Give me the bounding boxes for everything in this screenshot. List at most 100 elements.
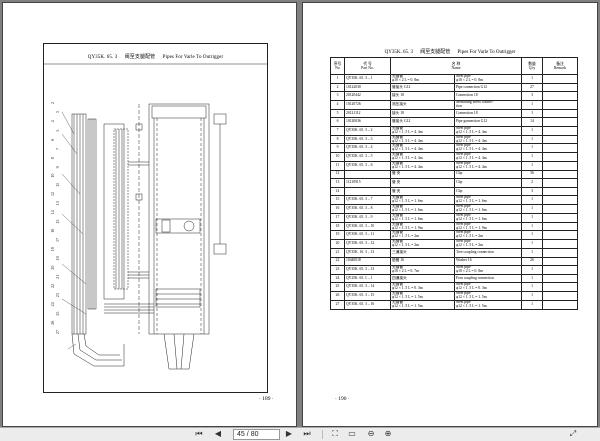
cell-no: 2	[330, 82, 345, 93]
cell-no: 6	[330, 117, 345, 127]
callout-label: 25	[55, 312, 60, 316]
cell-qty: 1	[521, 299, 544, 310]
cell-name-cn: 四通接头	[390, 273, 455, 284]
cell-remark	[542, 204, 579, 214]
cell-qty: 3	[521, 91, 544, 101]
next-page-icon[interactable]: ▶	[285, 429, 293, 438]
callout-label: 24	[50, 302, 55, 306]
cell-name-en: Washer 16	[453, 256, 523, 267]
cell-name-en: Clip	[453, 186, 523, 197]
callout-label: 4	[50, 120, 55, 122]
cell-no: 9	[330, 143, 345, 154]
cell-no: 26	[330, 291, 345, 301]
page-number-right: · 190 ·	[335, 396, 350, 402]
cell-name-en: Connection 18	[453, 108, 523, 119]
cell-no: 4	[330, 99, 345, 110]
zoom-out-icon[interactable]: ⊖	[367, 429, 375, 438]
cell-remark	[542, 265, 579, 275]
cell-qty: 1	[521, 204, 544, 214]
cell-part-no: QY25K. 65. 1 – 1	[344, 273, 391, 284]
cell-part-no: 20121112	[344, 108, 391, 119]
cell-remark	[542, 143, 579, 154]
callout-label: 5	[55, 130, 60, 132]
cell-remark	[542, 99, 579, 110]
cell-no: 20	[330, 239, 345, 249]
cell-remark	[542, 125, 579, 136]
cell-qty: 1	[521, 247, 544, 258]
cell-name-en: Clip	[453, 178, 523, 188]
cell-qty: 3	[521, 186, 544, 197]
cell-part-no: QY35K. 65. 3 – 13	[344, 265, 391, 275]
cell-no: 24	[330, 273, 345, 284]
cell-part-no: 10122030	[344, 82, 391, 93]
fullscreen-icon[interactable]: ⤢	[569, 429, 577, 438]
current-page: 45	[237, 431, 245, 438]
cell-qty: 1	[521, 265, 544, 275]
cell-remark	[542, 273, 579, 284]
cell-remark	[542, 221, 579, 232]
first-page-icon[interactable]: ⏮	[195, 429, 203, 438]
callout-label: 21	[55, 275, 60, 279]
cell-qty: 1	[521, 282, 544, 293]
cell-no: 18	[330, 221, 345, 232]
cell-remark	[542, 282, 579, 293]
cell-remark	[542, 299, 579, 310]
actual-size-icon[interactable]: ▭	[348, 429, 356, 438]
cell-part-no: 20120442	[344, 91, 391, 101]
left-page: QY35K. 65. 3 阀至支腿配管 Pipes For Varle To O…	[2, 2, 297, 427]
callout-label: 22	[50, 284, 55, 288]
cell-no: 5	[330, 108, 345, 119]
cell-no: 17	[330, 212, 345, 223]
last-page-icon[interactable]: ⏭	[303, 429, 311, 438]
callout-label: 18	[50, 247, 55, 251]
right-page: QY35K. 65. 3 阀至支腿配管 Pipes For Varle To O…	[302, 2, 598, 427]
table-title-cn: 阀至支腿配管	[420, 50, 451, 55]
cell-part-no: QY35K. 65. 3 – 1	[344, 74, 391, 84]
cell-remark	[542, 212, 579, 223]
fit-page-icon[interactable]: ⛶	[332, 429, 338, 438]
page-number-input[interactable]: 45/80	[233, 429, 280, 440]
callout-label: 2	[50, 102, 55, 104]
cell-name-cn: 管接头 G12	[390, 82, 455, 93]
cell-remark	[542, 108, 579, 119]
cell-no: 10	[330, 152, 345, 162]
table-title-en: Pipes For Varle To Outrigger	[457, 50, 516, 55]
cell-qty: 26	[521, 256, 544, 267]
cell-no: 19	[330, 230, 345, 241]
zoom-in-icon[interactable]: ⊕	[384, 429, 392, 438]
prev-page-icon[interactable]: ◀	[214, 429, 222, 438]
cell-name-cn: 三通接头	[390, 247, 455, 258]
cell-no: 14	[330, 186, 345, 197]
cell-remark	[542, 186, 579, 197]
cell-part-no: QY35K. 65. 3 – 14	[344, 282, 391, 293]
callout-label: 13	[55, 201, 60, 205]
cell-name-en: Four coupling connection	[453, 273, 523, 284]
cell-part-no	[344, 186, 391, 197]
cell-no: 8	[330, 134, 345, 145]
cell-remark	[542, 134, 579, 145]
